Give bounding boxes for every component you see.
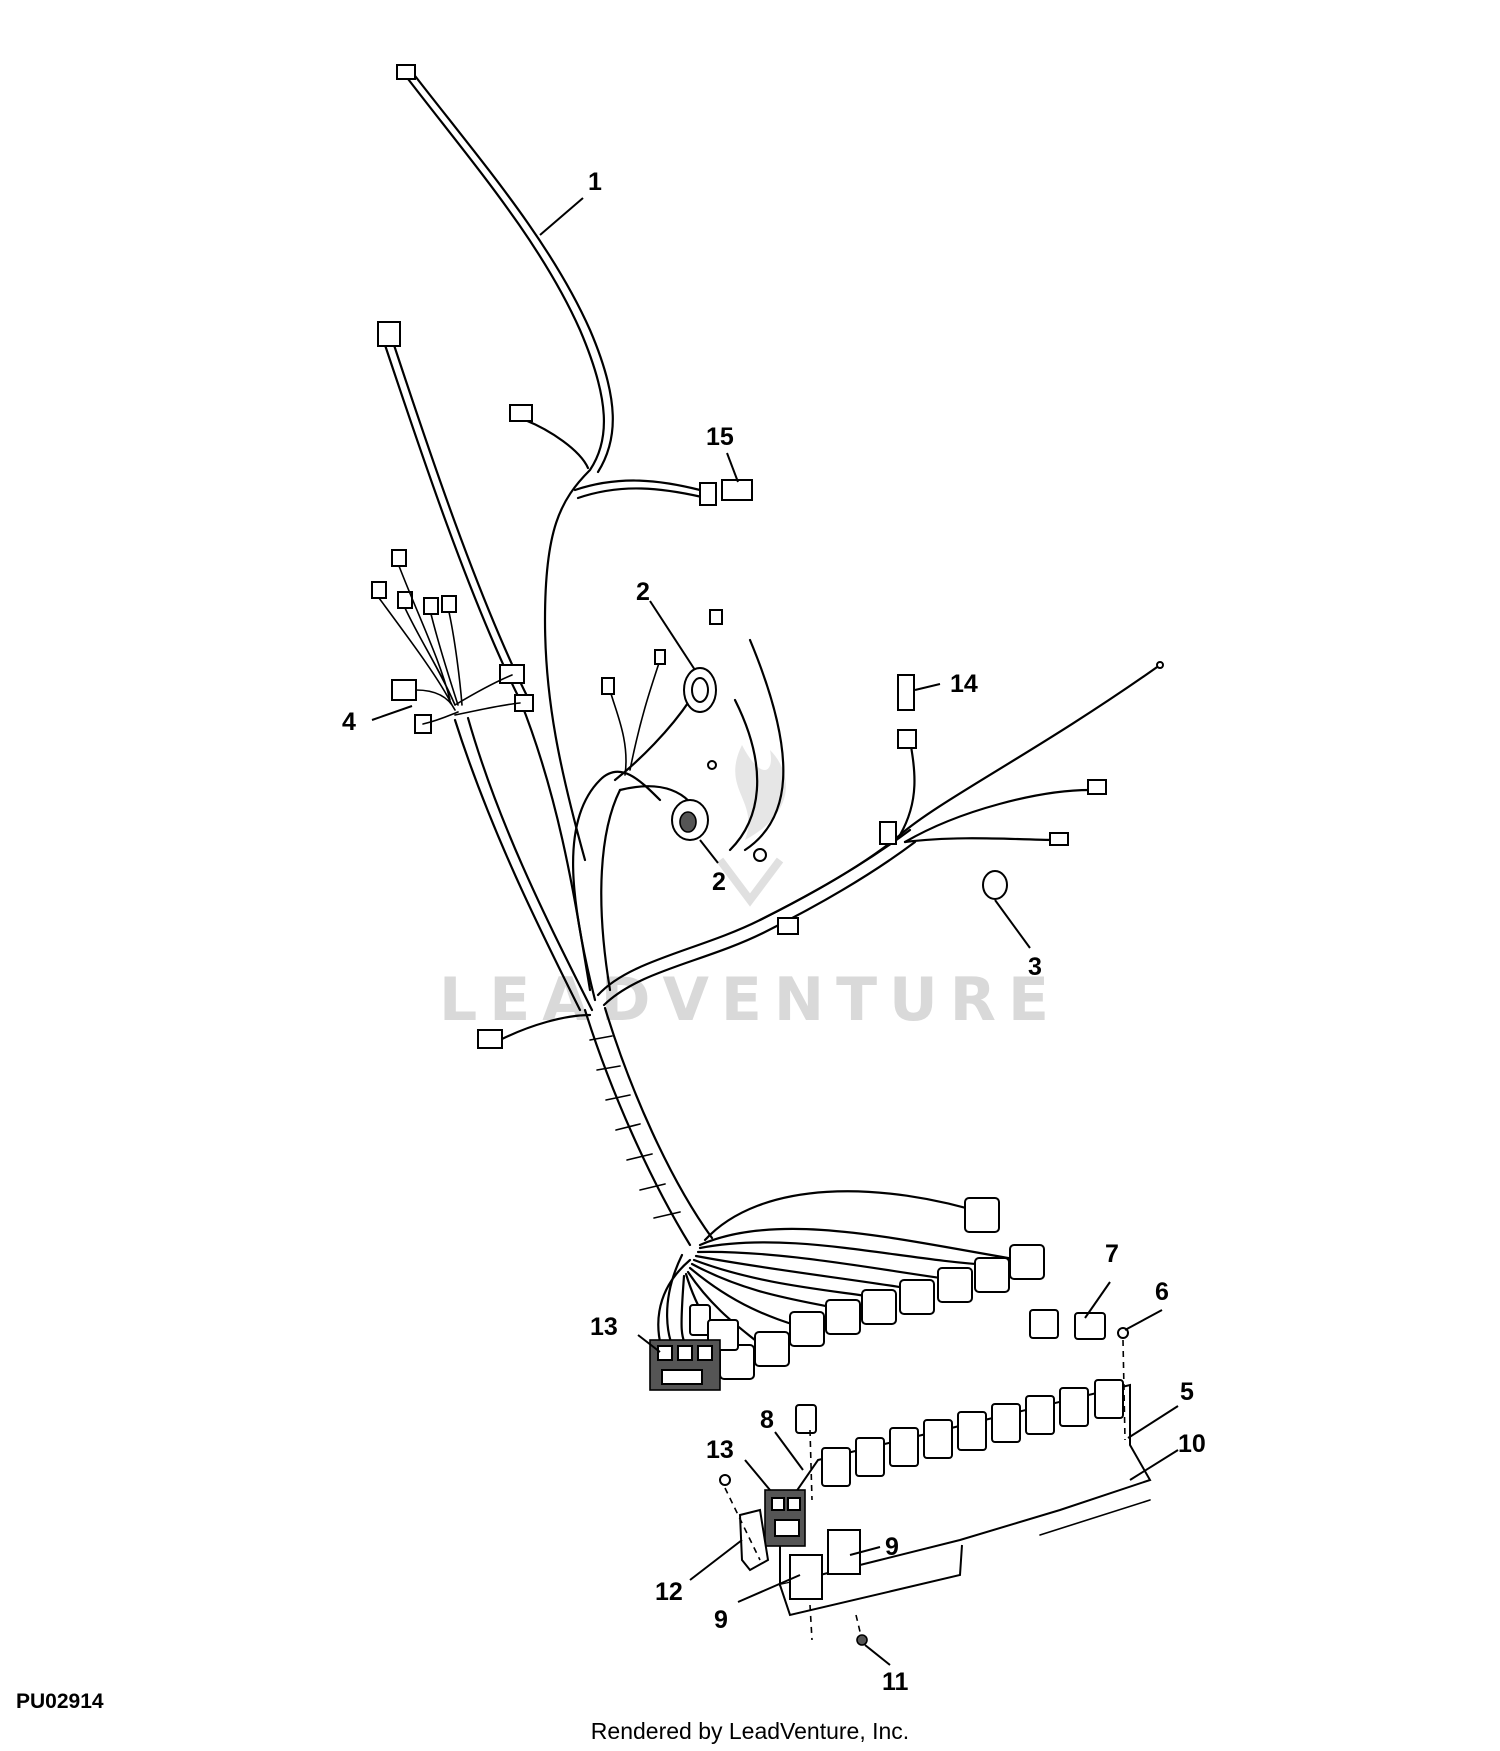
callout-15: 15 [706, 423, 734, 451]
right-connector-a [1087, 779, 1107, 795]
right-connector-b [1049, 832, 1069, 846]
connectors [371, 64, 1164, 1049]
relay-connector-9 [754, 1331, 790, 1367]
callout-13-upper: 13 [590, 1313, 618, 1341]
callout-5: 5 [1180, 1378, 1194, 1406]
relay-9-upper [827, 1529, 861, 1575]
relay-connector-1 [964, 1197, 1000, 1233]
ring-terminal-center [753, 848, 767, 862]
callout-13-lower: 13 [706, 1436, 734, 1464]
callout-8: 8 [760, 1406, 774, 1434]
callout-14: 14 [950, 670, 978, 698]
left-mid-connector [477, 1029, 503, 1049]
relay-block-13-upper [649, 1339, 721, 1391]
bushing-2-lower-inner [679, 811, 697, 833]
small-connector-center [601, 677, 615, 695]
relay-connector-4 [937, 1267, 973, 1303]
callout-3: 3 [1028, 953, 1042, 981]
main-harness [383, 70, 1162, 1372]
callout-9-upper: 9 [885, 1533, 899, 1561]
connector-4b [371, 581, 387, 599]
connector-4e [441, 595, 457, 613]
callout-9-lower: 9 [714, 1606, 728, 1634]
top-connector [396, 64, 416, 80]
wire-end-right [1156, 661, 1164, 669]
connector-8 [795, 1404, 817, 1434]
connector-4h [499, 664, 525, 684]
fuse-7b [1074, 1312, 1106, 1340]
clamp-3 [982, 870, 1008, 900]
connector-4f [391, 679, 417, 701]
callout-4: 4 [342, 708, 356, 736]
callout-labels: 1 2 2 3 4 5 6 7 8 9 9 10 11 12 13 13 14 … [342, 168, 1206, 1696]
relay-connector-2 [1009, 1244, 1045, 1280]
callout-7: 7 [1105, 1240, 1119, 1268]
ring-terminal-top [709, 609, 723, 625]
fuse-holder-7a [1029, 1309, 1059, 1339]
diagram-code: PU02914 [16, 1690, 104, 1713]
watermark-text: LEADVENTURE [439, 965, 1061, 1035]
callout-10: 10 [1178, 1430, 1206, 1458]
connector-15-plug [699, 482, 717, 506]
callout-12: 12 [655, 1578, 683, 1606]
callout-2-upper: 2 [636, 578, 650, 606]
connector-14 [897, 674, 915, 711]
relay-connector-8 [789, 1311, 825, 1347]
relay-connector-row [689, 1197, 1045, 1380]
ring-terminal-small [707, 760, 717, 770]
relay-connector-7 [825, 1299, 861, 1335]
callout-1: 1 [588, 168, 602, 196]
relay-9-lower [789, 1554, 823, 1600]
connector-14-plug [897, 729, 917, 749]
connector-15-socket [721, 479, 753, 501]
connector-near-junction [777, 917, 799, 935]
relay-connector-6 [861, 1289, 897, 1325]
screw-11 [856, 1634, 868, 1646]
upper-small-connector [509, 404, 533, 422]
callout-2-lower: 2 [712, 868, 726, 896]
render-credit: Rendered by LeadVenture, Inc. [590, 1718, 910, 1744]
left-top-connector [377, 321, 401, 347]
connector-4d [423, 597, 439, 615]
small-connector-upper [654, 649, 666, 665]
connector-4a [391, 549, 407, 567]
relay-connector-3 [974, 1257, 1010, 1293]
callout-6: 6 [1155, 1278, 1169, 1306]
junction-clip [879, 821, 897, 845]
bracket-panel [719, 1339, 1152, 1646]
callout-11: 11 [882, 1668, 909, 1696]
bushing-2-upper-inner [691, 677, 709, 703]
relay-connector-5 [899, 1279, 935, 1315]
leader-lines [371, 197, 1179, 1666]
